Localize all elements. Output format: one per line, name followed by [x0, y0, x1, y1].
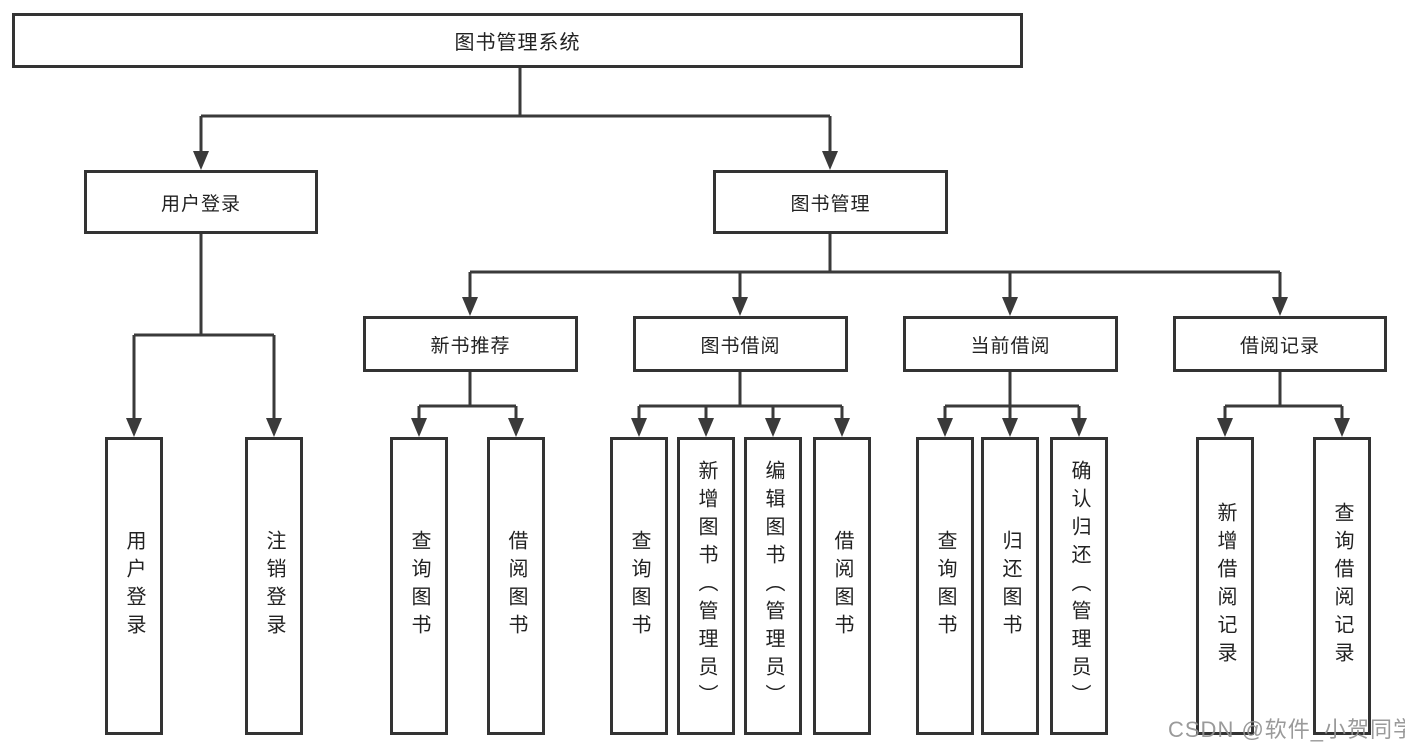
- leaf-recommend-borrow-book-label: 借阅图书: [505, 530, 527, 642]
- leaf-borrow-query-book-label: 查询图书: [628, 530, 650, 642]
- leaf-logout: 注销登录: [245, 437, 303, 735]
- node-user-login: 用户登录: [84, 170, 318, 234]
- leaf-edit-book-admin: 编辑图书（管理员）: [744, 437, 802, 735]
- node-book-management-label: 图书管理: [790, 193, 871, 215]
- node-current-borrow: 当前借阅: [903, 316, 1118, 372]
- node-user-login-label: 用户登录: [160, 193, 241, 215]
- node-book-borrow-label: 图书借阅: [700, 335, 781, 357]
- leaf-confirm-return-admin-label: 确认归还（管理员）: [1068, 460, 1090, 712]
- leaf-query-borrow-record: 查询借阅记录: [1313, 437, 1371, 735]
- leaf-recommend-borrow-book: 借阅图书: [487, 437, 545, 735]
- leaf-borrow-book: 借阅图书: [813, 437, 871, 735]
- node-borrow-record: 借阅记录: [1173, 316, 1387, 372]
- node-book-borrow: 图书借阅: [633, 316, 848, 372]
- leaf-return-book: 归还图书: [981, 437, 1039, 735]
- leaf-user-login-label: 用户登录: [123, 530, 145, 642]
- leaf-borrow-book-label: 借阅图书: [831, 530, 853, 642]
- leaf-borrow-query-book: 查询图书: [610, 437, 668, 735]
- leaf-query-borrow-record-label: 查询借阅记录: [1331, 502, 1353, 670]
- leaf-recommend-query-book-label: 查询图书: [408, 530, 430, 642]
- leaf-return-book-label: 归还图书: [999, 530, 1021, 642]
- node-borrow-record-label: 借阅记录: [1239, 335, 1320, 357]
- node-new-book-recommend: 新书推荐: [363, 316, 578, 372]
- leaf-add-book-admin-label: 新增图书（管理员）: [695, 460, 717, 712]
- node-new-book-recommend-label: 新书推荐: [430, 335, 511, 357]
- leaf-recommend-query-book: 查询图书: [390, 437, 448, 735]
- leaf-add-borrow-record-label: 新增借阅记录: [1214, 502, 1236, 670]
- leaf-confirm-return-admin: 确认归还（管理员）: [1050, 437, 1108, 735]
- leaf-add-borrow-record: 新增借阅记录: [1196, 437, 1254, 735]
- leaf-user-login: 用户登录: [105, 437, 163, 735]
- node-current-borrow-label: 当前借阅: [970, 335, 1051, 357]
- node-root-system: 图书管理系统: [12, 13, 1023, 68]
- leaf-add-book-admin: 新增图书（管理员）: [677, 437, 735, 735]
- leaf-current-query-book: 查询图书: [916, 437, 974, 735]
- node-root-system-label: 图书管理系统: [454, 32, 581, 54]
- leaf-logout-label: 注销登录: [263, 530, 285, 642]
- leaf-current-query-book-label: 查询图书: [934, 530, 956, 642]
- node-book-management: 图书管理: [713, 170, 948, 234]
- leaf-edit-book-admin-label: 编辑图书（管理员）: [762, 460, 784, 712]
- csdn-watermark: CSDN @软件_小贺同学: [1168, 717, 1405, 742]
